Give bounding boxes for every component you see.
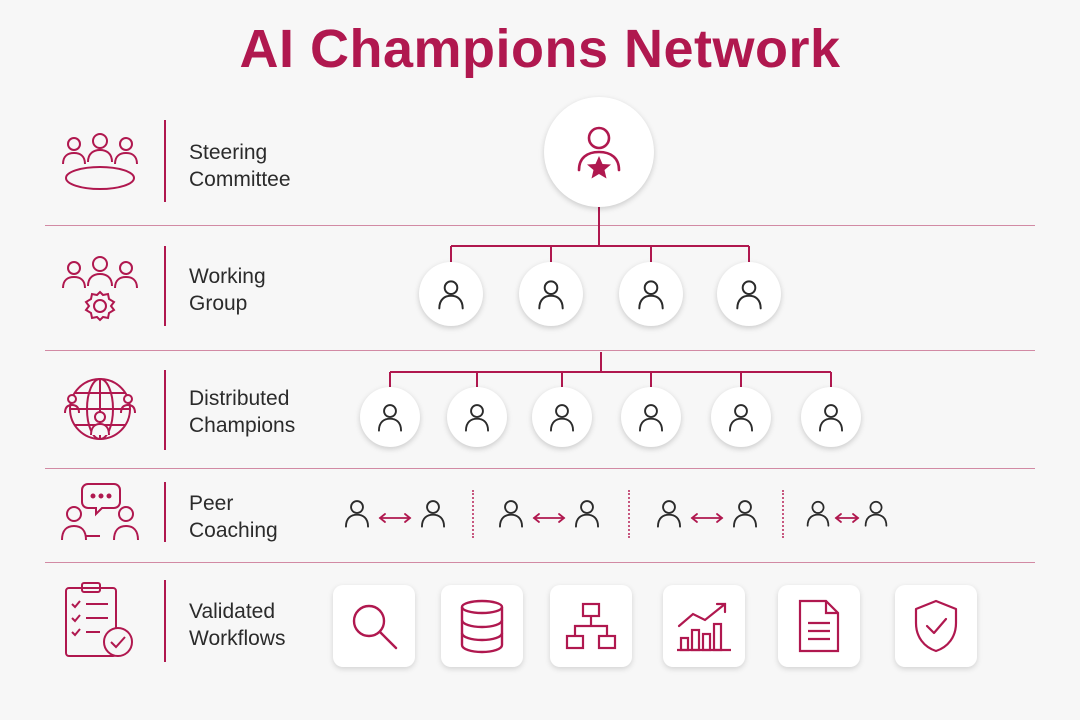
database-icon xyxy=(460,599,504,654)
meeting-table-icon xyxy=(62,133,138,190)
star-person-icon xyxy=(577,126,621,179)
workflow-tile-document xyxy=(778,585,860,667)
document-icon xyxy=(798,599,840,653)
tier-label-line: Working xyxy=(189,265,266,288)
champion-node xyxy=(801,387,861,447)
workflow-tile-hierarchy xyxy=(550,585,632,667)
workflow-tile-growth xyxy=(663,585,745,667)
row-separator-5 xyxy=(164,580,166,662)
page-title: AI Champions Network xyxy=(239,19,841,79)
hierarchy-icon xyxy=(565,602,617,650)
champion-node xyxy=(532,387,592,447)
person-icon xyxy=(373,400,407,434)
coaching-pair xyxy=(806,500,888,527)
divider-2 xyxy=(45,350,1035,351)
steering-node xyxy=(544,97,654,207)
coaching-pair xyxy=(656,500,758,528)
conversation-icon xyxy=(61,483,139,541)
person-icon xyxy=(724,400,758,434)
person-icon xyxy=(731,276,767,312)
tier-label-line: Workflows xyxy=(189,627,286,650)
champion-node xyxy=(621,387,681,447)
coaching-pair xyxy=(344,500,446,528)
tier-label-line: Group xyxy=(189,292,248,315)
pair-separator xyxy=(628,490,630,538)
tier-label-line: Steering xyxy=(189,141,268,164)
working-group-node xyxy=(619,262,683,326)
person-icon xyxy=(545,400,579,434)
working-group-node xyxy=(519,262,583,326)
working-group-node xyxy=(717,262,781,326)
person-icon xyxy=(814,400,848,434)
tier-label-line: Coaching xyxy=(189,519,278,542)
workflow-tile-security xyxy=(895,585,977,667)
tier-label-line: Committee xyxy=(189,168,291,191)
person-icon xyxy=(533,276,569,312)
tier-label-line: Champions xyxy=(189,414,296,437)
row-separator-4 xyxy=(164,482,166,542)
tier-label-validated: Validated Workflows xyxy=(189,598,285,652)
champion-node xyxy=(360,387,420,447)
row-separator-3 xyxy=(164,370,166,450)
coaching-pair xyxy=(498,500,600,528)
person-icon xyxy=(633,276,669,312)
tier-label-steering: Steering Committee xyxy=(189,139,291,193)
shield-check-icon xyxy=(914,599,958,653)
tier-label-peer: Peer Coaching xyxy=(189,490,278,544)
workflow-tile-database xyxy=(441,585,523,667)
tier-label-line: Peer xyxy=(189,492,234,515)
tier-label-distributed: Distributed Champions xyxy=(189,385,295,439)
person-icon xyxy=(634,400,668,434)
champion-node xyxy=(447,387,507,447)
working-group-node xyxy=(419,262,483,326)
team-gear-icon xyxy=(62,256,138,322)
globe-people-icon xyxy=(64,378,136,440)
pair-separator xyxy=(782,490,784,538)
divider-4 xyxy=(45,562,1035,563)
tier-label-line: Distributed xyxy=(189,387,290,410)
person-icon xyxy=(460,400,494,434)
champion-node xyxy=(711,387,771,447)
tier-label-line: Validated xyxy=(189,600,276,623)
search-icon xyxy=(352,604,398,650)
pair-separator xyxy=(472,490,474,538)
tier-label-working: Working Group xyxy=(189,263,266,317)
divider-1 xyxy=(45,225,1035,226)
row-separator-1 xyxy=(164,120,166,202)
checklist-icon xyxy=(65,582,133,657)
divider-3 xyxy=(45,468,1035,469)
row-separator-2 xyxy=(164,246,166,326)
person-icon xyxy=(433,276,469,312)
workflow-tile-search xyxy=(333,585,415,667)
growth-chart-icon xyxy=(677,602,731,652)
